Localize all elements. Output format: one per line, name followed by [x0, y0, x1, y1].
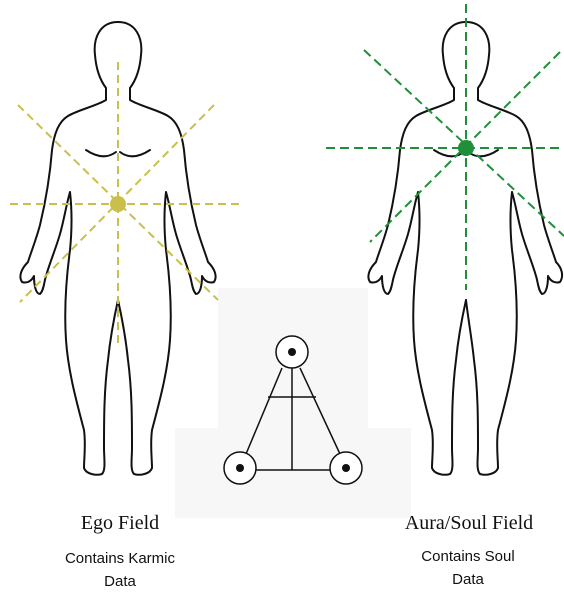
aura-soul-field-title: Aura/Soul Field: [384, 512, 554, 535]
triangle-three-circles-icon: [218, 330, 368, 495]
ego-field-caption-line2: Data: [40, 570, 200, 593]
ego-field-title: Ego Field: [70, 512, 170, 535]
ego-field-center-dot: [110, 196, 126, 212]
aura-soul-field-caption-line2: Data: [388, 568, 548, 591]
aura-soul-field-rays: [326, 4, 564, 290]
aura-soul-field-caption-line1: Contains Soul: [388, 545, 548, 568]
ego-field-figure: [0, 0, 240, 500]
aura-soul-field-center-dot: [458, 140, 474, 156]
ego-field-caption-line1: Contains Karmic: [40, 547, 200, 570]
